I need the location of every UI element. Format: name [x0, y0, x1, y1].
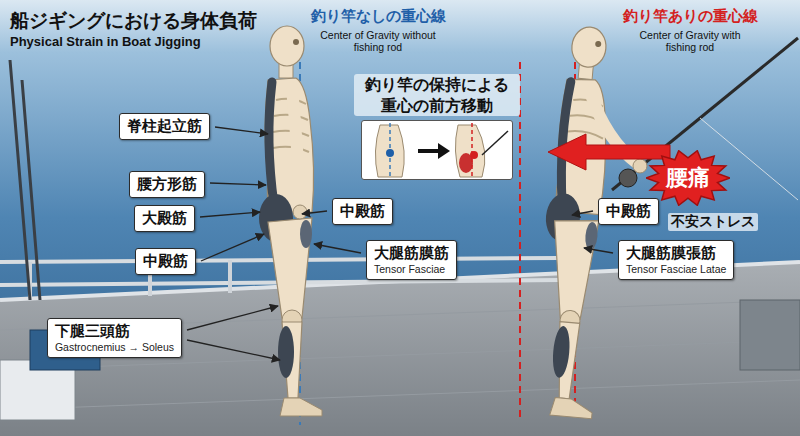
label-text-en: Tensor Fasciae Latae — [626, 263, 726, 276]
drawing-path — [471, 123, 473, 178]
label-text: 下腿三頭筋 — [55, 321, 174, 341]
drawing-path — [10, 60, 40, 300]
inset-box — [361, 120, 513, 180]
drawing-path — [200, 212, 260, 217]
pain-burst: 腰痛 — [646, 150, 730, 206]
label-text: 大腿筋膜張筋 — [626, 243, 726, 263]
line-label: 釣り竿なしの重心線 — [311, 7, 446, 26]
muscle-label-box: 下腿三頭筋Gastrocnemius → Soleus — [47, 318, 182, 358]
muscle-label-box: 大腿筋膜張筋Tensor Fasciae Latae — [618, 240, 734, 280]
line-label-en: Center of Gravity with fishing rod — [634, 29, 746, 53]
drawing-path — [0, 300, 800, 410]
subtitle: Physical Strain in Boat Jigging — [10, 34, 201, 49]
gravity-line — [519, 62, 521, 422]
burst-polygon — [646, 151, 730, 206]
drawing-circle — [470, 151, 478, 159]
drawing-path — [418, 149, 440, 153]
label-text: 中殿筋 — [606, 201, 651, 221]
inset-panel: 釣り竿の保持による 重心の前方移動 — [354, 74, 520, 180]
label-text: 腰方形筋 — [137, 174, 197, 194]
muscle-label-box: 大腿筋膜筋Tensor Fasciae — [366, 240, 457, 280]
label-text: 腰痛 — [666, 164, 710, 192]
inset-illustration — [362, 121, 512, 179]
drawing-path — [201, 234, 264, 261]
label-text: 大腿筋膜筋 — [374, 243, 449, 263]
line-label: 釣り竿ありの重心線 — [623, 7, 758, 26]
label-text-en: Gastrocnemius → Soleus — [55, 341, 174, 354]
drawing-path — [482, 131, 508, 155]
muscle-label-box: 中殿筋 — [332, 198, 393, 225]
label-text: 釣り竿の保持による 重心の前方移動 — [354, 74, 520, 116]
muscle-label-box: 脊柱起立筋 — [119, 113, 210, 140]
muscle-label-box: 中殿筋 — [135, 248, 196, 275]
drawing-path — [455, 125, 484, 177]
drawing-circle — [386, 149, 394, 157]
drawing-path — [187, 306, 278, 330]
label-text: 脊柱起立筋 — [127, 116, 202, 136]
label-text: 中殿筋 — [340, 201, 385, 221]
boat — [0, 60, 800, 436]
shift-arrow — [548, 134, 670, 170]
drawing-path — [215, 127, 268, 134]
reel — [619, 169, 637, 187]
muscle-label-box: 腰方形筋 — [129, 171, 205, 198]
drawing-path — [438, 143, 450, 159]
drawing-path — [314, 244, 361, 253]
drawing-path — [302, 211, 327, 214]
label-text: 中殿筋 — [143, 251, 188, 271]
drawing-path — [210, 183, 266, 185]
stress-label: 不安ストレス — [668, 213, 758, 231]
hand — [633, 159, 647, 173]
drawing-path — [584, 248, 613, 253]
label-text: 大殿筋 — [142, 208, 187, 228]
arm — [292, 88, 300, 205]
hand — [293, 205, 307, 219]
drawing-path — [0, 262, 800, 436]
muscle-label-box: 中殿筋 — [598, 198, 659, 225]
drawing-rect — [740, 300, 800, 370]
line-label-en: Center of Gravity without fishing rod — [319, 29, 437, 53]
label-text-en: Tensor Fasciae — [374, 263, 449, 276]
title: 船ジギングにおける身体負荷 — [10, 8, 257, 34]
drawing-path — [30, 260, 230, 300]
drawing-path — [187, 340, 280, 360]
drawing-path — [572, 211, 593, 215]
muscle-label-box: 大殿筋 — [134, 205, 195, 232]
